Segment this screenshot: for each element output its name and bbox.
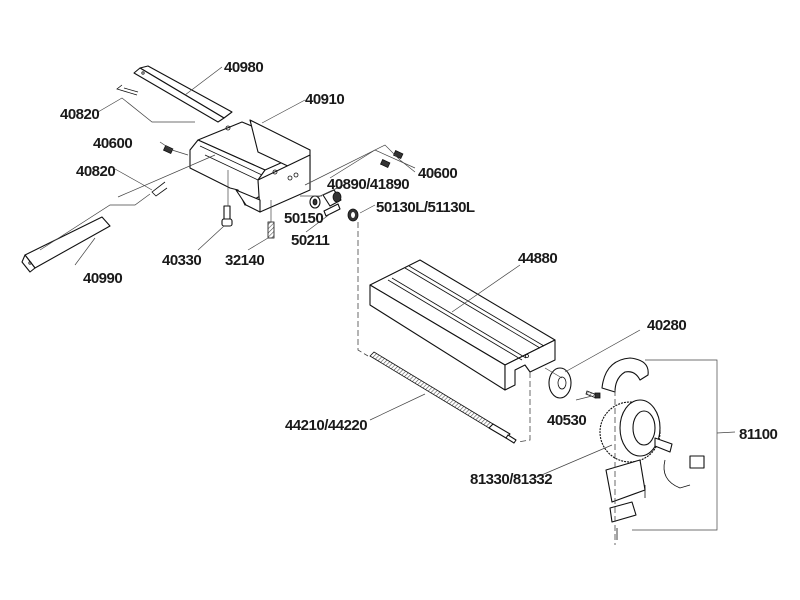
part-40890-bushing xyxy=(322,189,342,207)
part-32140-setscrew xyxy=(267,221,275,239)
part-40820-key-upper xyxy=(116,84,139,96)
part-40600-setscrew-right xyxy=(379,150,404,169)
label-40980: 40980 xyxy=(224,59,263,76)
part-40330-capscrew xyxy=(221,205,233,227)
assembly-axis-lines xyxy=(357,222,616,545)
part-40600-setscrew-left xyxy=(162,145,174,155)
label-40600-left: 40600 xyxy=(93,135,132,152)
label-32140: 32140 xyxy=(225,252,264,269)
part-50130-nut xyxy=(347,208,359,222)
label-81100: 81100 xyxy=(739,426,778,443)
part-44210-leadscrew xyxy=(369,351,517,444)
label-40600-right: 40600 xyxy=(418,165,457,182)
part-81100-dro-assembly xyxy=(599,357,705,540)
label-50150: 50150 xyxy=(284,210,323,227)
label-40530: 40530 xyxy=(547,412,586,429)
label-44880: 44880 xyxy=(518,250,557,267)
leader-lines xyxy=(39,66,736,531)
part-40530-screw xyxy=(585,390,601,399)
label-50211: 50211 xyxy=(291,232,330,249)
part-50150-washer xyxy=(309,195,321,209)
label-40910: 40910 xyxy=(305,91,344,108)
label-40280: 40280 xyxy=(647,317,686,334)
label-40990: 40990 xyxy=(83,270,122,287)
part-40990-gib xyxy=(21,216,111,273)
label-40330: 40330 xyxy=(162,252,201,269)
label-40890-41890: 40890/41890 xyxy=(327,176,409,193)
part-40280-plate xyxy=(548,367,572,399)
part-40980-rail xyxy=(133,65,233,123)
label-44210-44220: 44210/44220 xyxy=(285,417,367,434)
label-40820-lower: 40820 xyxy=(76,163,115,180)
part-50211-pin xyxy=(323,203,341,217)
part-40910-saddle xyxy=(189,119,311,213)
part-40820-key-lower xyxy=(151,181,168,197)
label-40820-upper: 40820 xyxy=(60,106,99,123)
label-81330-81332: 81330/81332 xyxy=(470,471,552,488)
label-50130L-51130L: 50130L/51130L xyxy=(376,199,475,216)
part-44880-table xyxy=(369,259,556,391)
